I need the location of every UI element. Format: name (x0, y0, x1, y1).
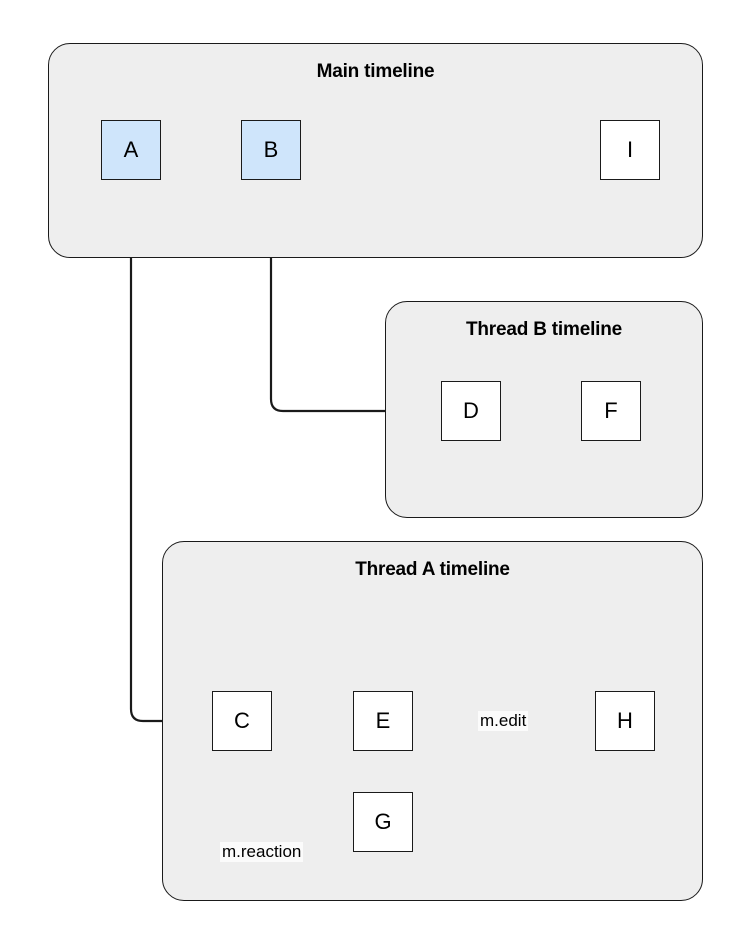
node-b[interactable]: B (241, 120, 301, 180)
edge-label-m-reaction: m.reaction (220, 842, 304, 862)
group-title-thread-b-timeline: Thread B timeline (465, 319, 623, 340)
node-g[interactable]: G (353, 792, 413, 852)
group-thread-b-timeline: Thread B timeline (385, 301, 703, 518)
node-i[interactable]: I (600, 120, 660, 180)
node-c[interactable]: C (212, 691, 272, 751)
node-f[interactable]: F (581, 381, 641, 441)
node-d[interactable]: D (441, 381, 501, 441)
group-main-timeline: Main timeline (48, 43, 703, 258)
edge-label-m-edit: m.edit (478, 711, 529, 731)
node-e[interactable]: E (353, 691, 413, 751)
group-title-thread-a-timeline: Thread A timeline (355, 559, 510, 580)
group-title-main-timeline: Main timeline (316, 61, 435, 82)
node-h[interactable]: H (595, 691, 655, 751)
node-a[interactable]: A (101, 120, 161, 180)
